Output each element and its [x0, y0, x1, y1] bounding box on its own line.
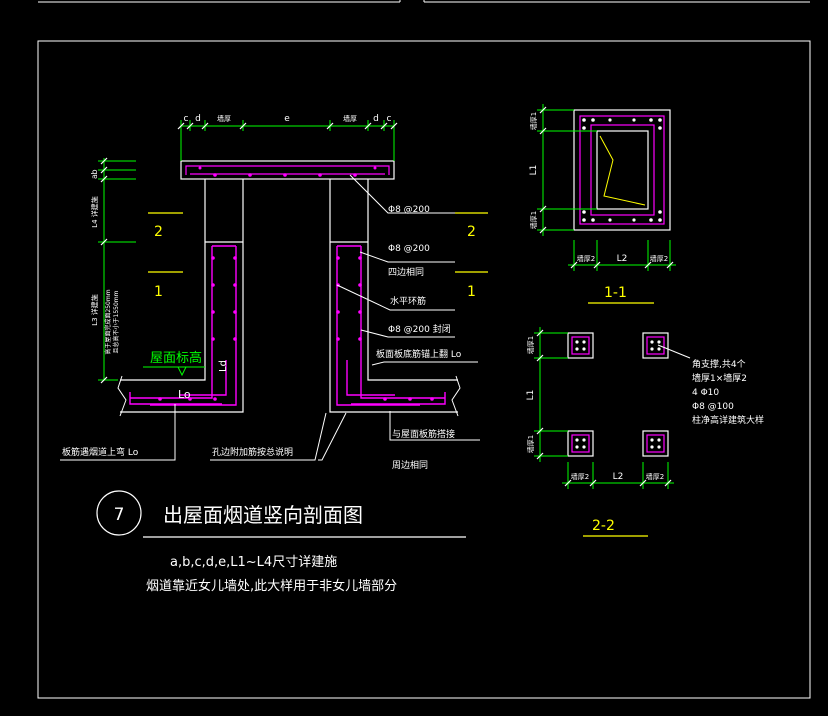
cap-slab-bar-dots	[198, 166, 377, 177]
note-ring-same: 四边相同	[388, 266, 424, 278]
dim-label-b: b	[90, 169, 99, 174]
dim-label-c-left: c	[184, 114, 189, 124]
dim-label-l4: L4 详建施	[90, 196, 99, 228]
s11-dim-wall1-top: 墙厚1	[529, 112, 538, 130]
roof-elevation-marker: 屋面标高	[143, 350, 205, 377]
s22-dim-wall1-top: 墙厚1	[526, 336, 535, 354]
section-mark-2-right: 2	[467, 224, 476, 240]
dim-label-wall-left: 墙厚	[217, 114, 231, 123]
top-dimension-ticks	[177, 122, 398, 130]
section-1-1: 墙厚1 L1 墙厚1 墙厚2 L2 墙厚2 1-1	[529, 104, 676, 304]
dim-label-l3: L3 详建施	[90, 294, 99, 326]
main-section: c d 墙厚 e 墙厚 d c b a L4 详建施 L3 详建施 高	[60, 114, 488, 471]
detail-subtitle-dims: a,b,c,d,e,L1~L4尺寸详建施	[170, 555, 337, 570]
s22-dim-wall2-left: 墙厚2	[571, 472, 589, 481]
s22-dim-wall2-right: 墙厚2	[646, 472, 664, 481]
section-1-1-label: 1-1	[604, 285, 627, 301]
s22-note-corner-support: 角支撑,共4个	[692, 358, 746, 370]
s22-dim-l1: L1	[526, 390, 536, 401]
section-mark-1-right: 1	[467, 284, 476, 300]
left-wall-bar-dots	[158, 256, 237, 401]
section-marks-left	[148, 212, 183, 273]
detail-subtitle-usage: 烟道靠近女儿墙处,此大样用于非女儿墙部分	[146, 578, 397, 594]
dim-label-wall-right: 墙厚	[343, 114, 357, 123]
detail-number-circle	[96, 490, 142, 536]
s22-dim-l2: L2	[613, 472, 624, 482]
right-wall-rebar	[336, 245, 446, 406]
left-dimension-ticks	[100, 157, 108, 384]
section-mark-1-left: 1	[154, 284, 163, 300]
note-slab-bar-anchor: 板面板底筋锚上翻 Lo	[376, 348, 462, 360]
section-2-2-label: 2-2	[592, 518, 615, 534]
note-same-around: 周边相同	[392, 459, 428, 471]
left-wall	[120, 179, 244, 413]
dim-label-e: e	[284, 114, 290, 124]
leader-notes: Φ8 @200 Φ8 @200 四边相同 水平环筋 Φ8 @200 封闭 板面板…	[62, 205, 462, 471]
note-closed-bar: Φ8 @200 封闭	[388, 323, 451, 335]
drawing-frame	[37, 40, 811, 699]
top-dimension-labels: c d 墙厚 e 墙厚 d c	[184, 114, 392, 124]
cap-slab	[180, 160, 395, 180]
s22-note-column-height: 柱净高详建筑大样	[692, 414, 764, 426]
adjacent-frame-edges	[38, 0, 810, 3]
dim-label-a: a	[90, 174, 99, 179]
dim-label-d-left: d	[195, 114, 201, 124]
dim-label-c-right: c	[387, 114, 392, 124]
s22-note-size: 墙厚1×墙厚2	[692, 372, 747, 384]
note-slab-bent-up: 板筋遇烟道上弯 Lo	[62, 446, 139, 458]
leader-lines	[60, 174, 480, 461]
s22-dim-wall1-bot: 墙厚1	[526, 435, 535, 453]
anchor-length-ld: Ld	[218, 360, 229, 372]
note-horizontal-ring: 水平环筋	[390, 295, 426, 307]
s11-dim-wall1-bot: 墙厚1	[529, 211, 538, 229]
right-wall	[329, 179, 458, 413]
s11-dim-wall2-right: 墙厚2	[650, 254, 668, 263]
detail-title-text: 出屋面烟道竖向剖面图	[163, 503, 363, 527]
right-wall-bar-dots	[336, 256, 434, 401]
section-mark-2-left: 2	[154, 224, 163, 240]
note-roof-lap: 与屋面板筋搭接	[392, 428, 455, 440]
dim-label-d-right: d	[373, 114, 379, 124]
break-marks	[117, 375, 461, 417]
anchor-length-lo-left: Lo	[178, 388, 191, 401]
top-dimension-chain	[180, 120, 395, 161]
s11-dim-wall2-left: 墙厚2	[577, 254, 595, 263]
roof-elevation-label: 屋面标高	[150, 350, 202, 366]
dim-note-parapet-1: 高于屋面完成面250mm	[104, 289, 112, 354]
detail-title: 7 出屋面烟道竖向剖面图 a,b,c,d,e,L1~L4尺寸详建施 烟道靠近女儿…	[96, 490, 466, 594]
cap-slab-rebar	[185, 165, 390, 175]
s22-note-longitudinal-bars: 4 Φ10	[692, 388, 719, 398]
s11-dim-l2: L2	[617, 254, 628, 264]
left-dimension-labels: b a L4 详建施 L3 详建施 高于屋面完成面250mm 且总高不小于155…	[90, 169, 120, 354]
note-top-bar: Φ8 @200	[388, 205, 430, 215]
s11-dim-l1: L1	[529, 165, 539, 176]
section-marks-right	[455, 212, 488, 273]
section-2-2: 墙厚1 L1 墙厚1 墙厚2 L2 墙厚2 角支撑,共4个 墙厚1×墙厚2 4 …	[526, 327, 764, 537]
dim-note-parapet-2: 且总高不小于1550mm	[112, 290, 120, 353]
s22-note-stirrups: Φ8 @100	[692, 402, 734, 412]
left-wall-rebar	[129, 245, 237, 406]
note-hole-bars: 孔边附加筋按总说明	[212, 446, 293, 458]
note-ring-bar: Φ8 @200	[388, 244, 430, 254]
detail-number: 7	[114, 505, 125, 525]
